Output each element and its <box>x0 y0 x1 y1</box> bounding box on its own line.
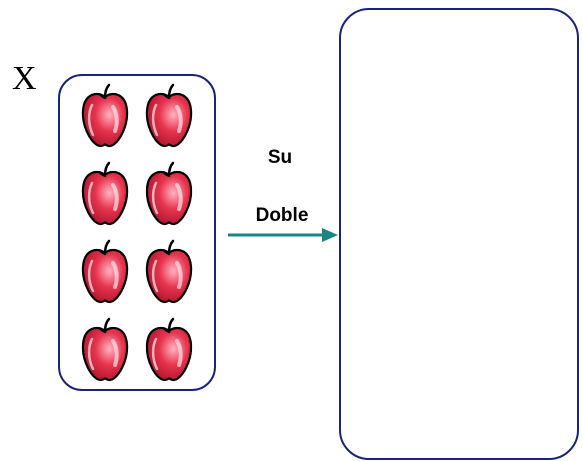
apple-icon <box>80 239 130 305</box>
apple-icon <box>80 83 130 149</box>
apple-icon <box>144 161 194 227</box>
apple-icon <box>80 317 130 383</box>
apple-icon <box>144 83 194 149</box>
apple-group-box <box>58 74 216 391</box>
arrow-label-doble: Doble <box>255 205 309 226</box>
apple-icon <box>144 239 194 305</box>
apple-icon <box>144 317 194 383</box>
apple-icon <box>80 161 130 227</box>
variable-x-label: X <box>12 60 37 97</box>
result-box <box>339 8 579 460</box>
arrow-label-su: Su <box>267 147 293 168</box>
right-arrow-icon <box>228 228 338 242</box>
